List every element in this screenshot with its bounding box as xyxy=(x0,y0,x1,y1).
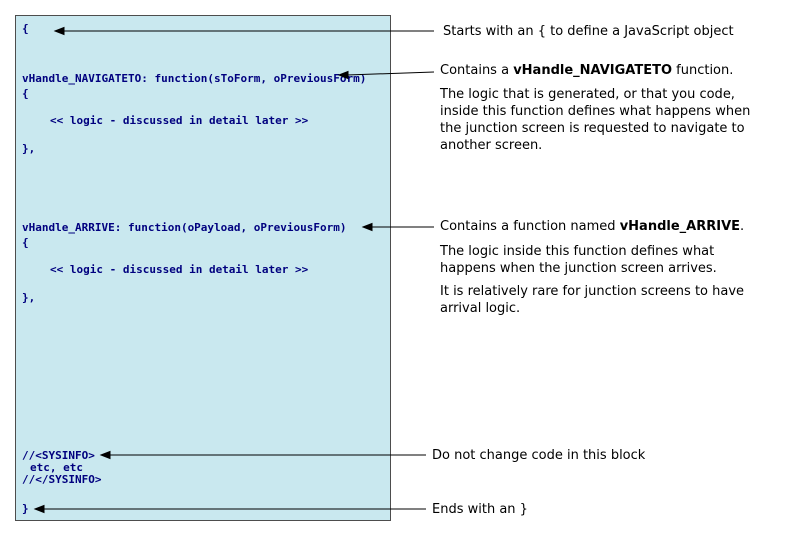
annotation-text-suffix: function. xyxy=(672,63,734,78)
annotation-text-prefix: Contains a xyxy=(440,63,514,78)
annotation-sysinfo: Do not change code in this block xyxy=(432,447,752,464)
annotation-arrive-heading: Contains a function named vHandle_ARRIVE… xyxy=(440,218,780,235)
annotation-text: The logic inside this function defines w… xyxy=(440,244,717,276)
annotation-navigateto-body: The logic that is generated, or that you… xyxy=(440,86,772,154)
code-line-logic-placeholder: << logic - discussed in detail later >> xyxy=(50,114,309,127)
annotation-text: It is relatively rare for junction scree… xyxy=(440,284,745,316)
annotation-navigateto-heading: Contains a vHandle_NAVIGATETO function. xyxy=(440,62,780,79)
code-line-sysinfo-open: //<SYSINFO> xyxy=(22,449,95,462)
code-line-brace: { xyxy=(22,87,29,100)
annotation-text: Starts with an { to define a JavaScript … xyxy=(443,24,734,39)
code-panel: { vHandle_NAVIGATETO: function(sToForm, … xyxy=(15,15,391,521)
annotation-arrive-body-2: It is relatively rare for junction scree… xyxy=(440,283,782,317)
code-line-logic-placeholder: << logic - discussed in detail later >> xyxy=(50,263,309,276)
code-line-brace: { xyxy=(22,236,29,249)
annotation-text: The logic that is generated, or that you… xyxy=(440,87,751,153)
function-name-arrive: vHandle_ARRIVE xyxy=(619,219,741,234)
code-line-navigateto-decl: vHandle_NAVIGATETO: function(sToForm, oP… xyxy=(22,72,367,85)
function-name-navigateto: vHandle_NAVIGATETO xyxy=(513,63,673,78)
annotation-arrive-body-1: The logic inside this function defines w… xyxy=(440,243,772,277)
code-line-etc: etc, etc xyxy=(30,461,83,474)
code-line-close-brace-comma: }, xyxy=(22,291,36,304)
annotation-text-prefix: Contains a function named xyxy=(440,219,620,234)
annotation-starts-with-brace: Starts with an { to define a JavaScript … xyxy=(443,23,773,40)
annotation-ends-with-brace: Ends with an } xyxy=(432,501,632,518)
annotation-text-suffix: . xyxy=(740,219,745,234)
code-line-open-brace: { xyxy=(22,22,29,35)
code-line-arrive-decl: vHandle_ARRIVE: function(oPayload, oPrev… xyxy=(22,221,347,234)
annotation-text: Ends with an } xyxy=(432,502,528,517)
code-line-close-brace-comma: }, xyxy=(22,142,36,155)
annotation-text: Do not change code in this block xyxy=(432,448,646,463)
code-line-sysinfo-close: //</SYSINFO> xyxy=(22,473,102,486)
code-line-final-brace: } xyxy=(22,502,29,515)
